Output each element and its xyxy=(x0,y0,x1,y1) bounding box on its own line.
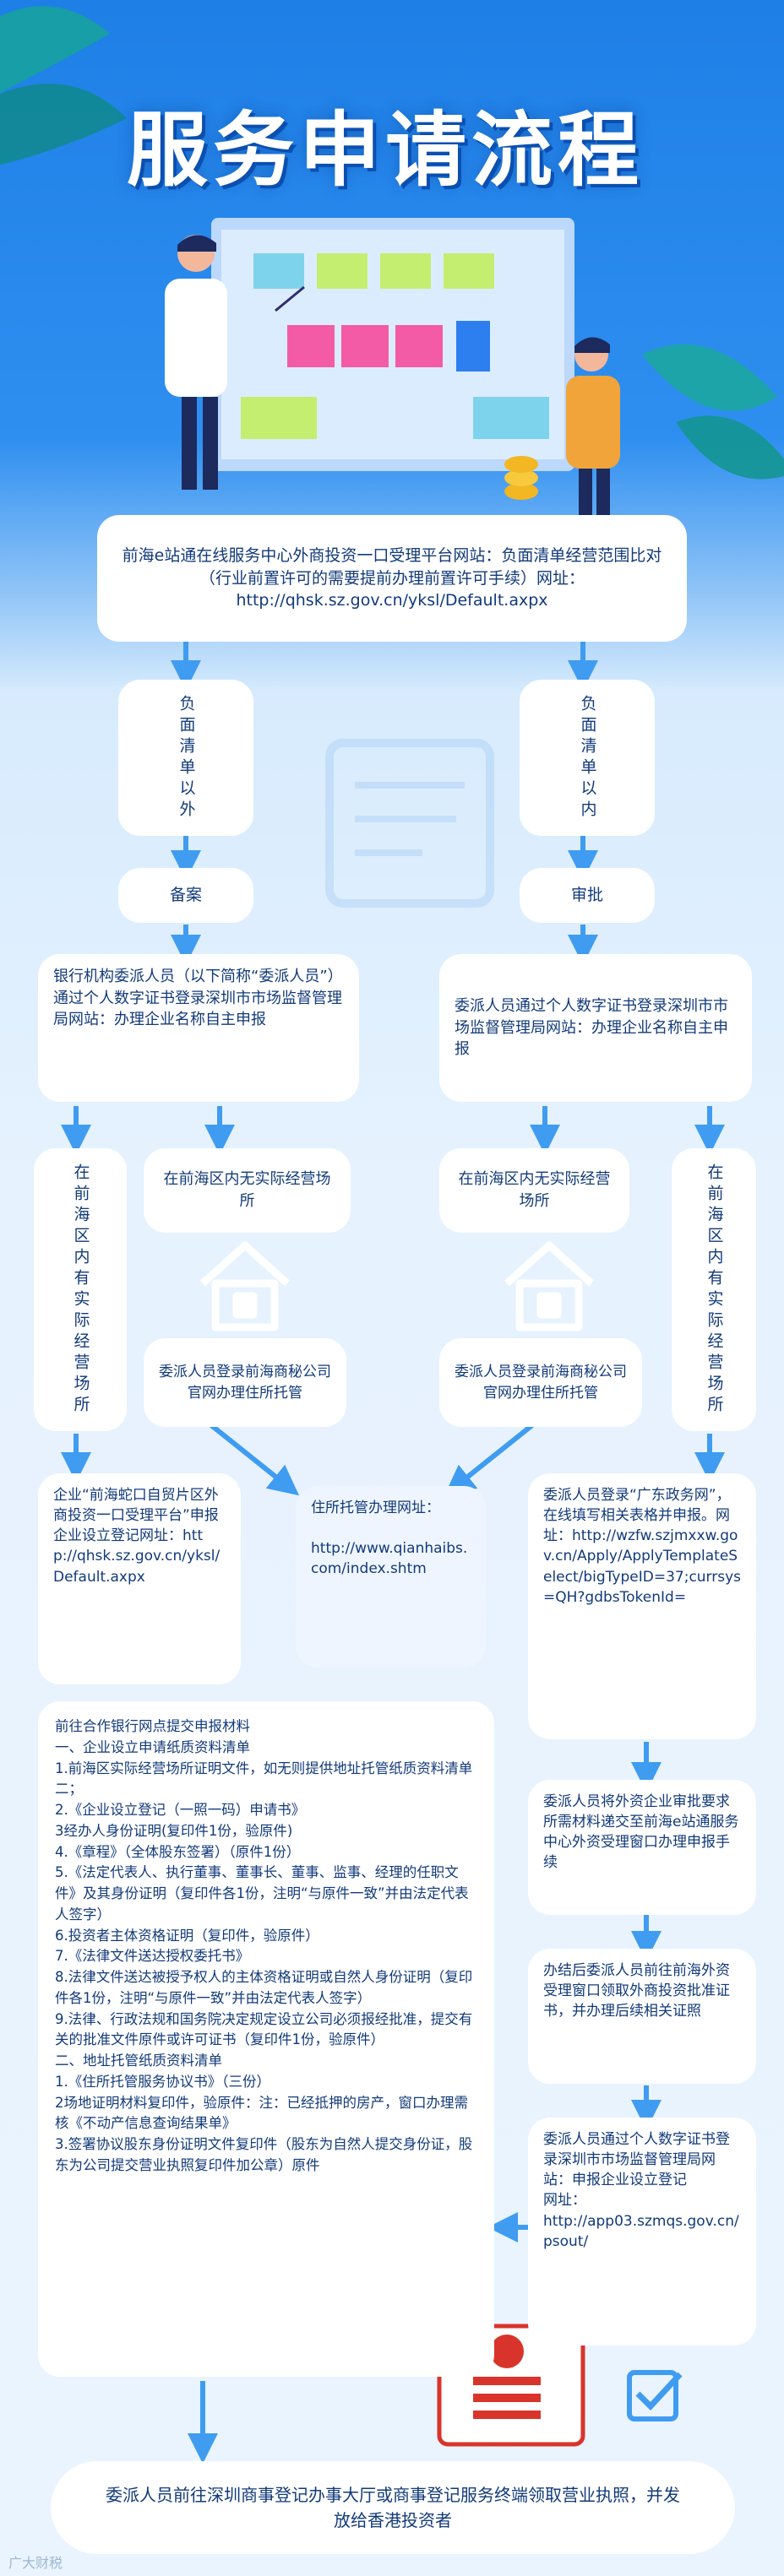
negative-list-outside-box: 负面清单以外 xyxy=(118,680,253,836)
left-no-site-box: 在前海区内无实际经营场所 xyxy=(144,1148,351,1233)
left-custody-box: 委派人员登录前海商秘公司官网办理住所托管 xyxy=(144,1338,346,1427)
filing-box: 备案 xyxy=(118,868,253,923)
negative-list-inside-box: 负面清单以内 xyxy=(520,680,655,836)
platform-check-box: 前海e站通在线服务中心外商投资一口受理平台网站：负面清单经营范围比对（行业前置许… xyxy=(97,515,687,642)
checkbox-icon xyxy=(629,2373,680,2419)
final-step-bar: 委派人员前往深圳商事登记办事大厅或商事登记服务终端领取营业执照，并发放给香港投资… xyxy=(51,2461,735,2554)
guangdong-gov-box: 委派人员登录“广东政务网”，在线填写相关表格并申报。网址：http://wzfw… xyxy=(528,1473,756,1739)
approval-box: 审批 xyxy=(520,868,655,923)
delegate-name-box: 委派人员通过个人数字证书登录深圳市市场监督管理局网站：办理企业名称自主申报 xyxy=(439,954,752,1102)
submit-window-box: 委派人员将外资企业审批要求所需材料递交至前海e站通服务中心外资受理窗口办理申报手… xyxy=(528,1780,756,1915)
bank-delegate-name-box: 银行机构委派人员（以下简称“委派人员”）通过个人数字证书登录深圳市市场监督管理局… xyxy=(38,954,359,1102)
right-no-site-box: 在前海区内无实际经营场所 xyxy=(439,1148,629,1233)
materials-list-box: 前往合作银行网点提交申报材料 一、企业设立申请纸质资料清单 1.前海区实际经营场… xyxy=(38,1701,494,2377)
qianhai-registration-box: 企业“前海蛇口自贸片区外商投资一口受理平台”申报企业设立登记网址：http://… xyxy=(38,1473,241,1684)
right-has-site-box: 在前海区内有实际经营场所 xyxy=(672,1148,756,1431)
watermark: 广大财税 xyxy=(8,2552,63,2572)
amr-registration-box: 委派人员通过个人数字证书登录深圳市市场监督管理局网站：申报企业设立登记 网址： … xyxy=(528,2118,756,2346)
custody-site-box: 住所托管办理网址： http://www.qianhaibs.com/index… xyxy=(296,1486,486,1668)
right-custody-box: 委派人员登录前海商秘公司官网办理住所托管 xyxy=(439,1338,642,1427)
collect-certificate-box: 办结后委派人员前往前海外资受理窗口领取外商投资批准证书，并办理后续相关证照 xyxy=(528,1949,756,2084)
left-has-site-box: 在前海区内有实际经营场所 xyxy=(34,1148,127,1431)
